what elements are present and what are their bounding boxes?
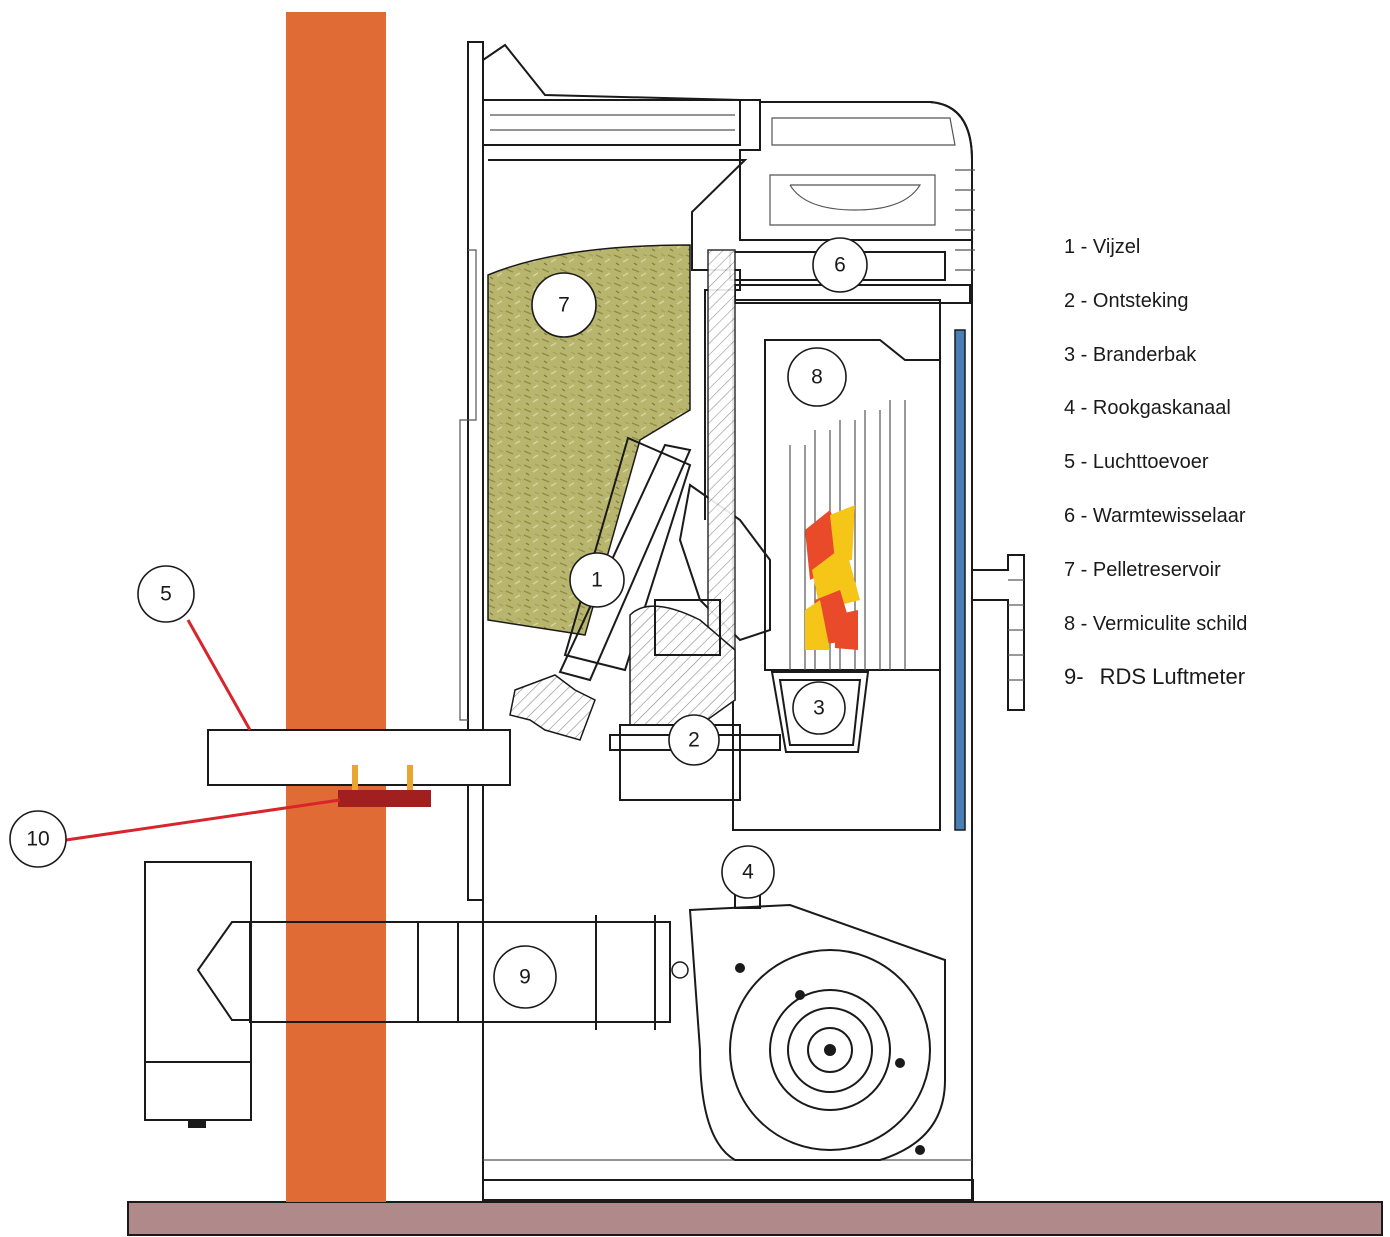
callout-2: 2: [668, 714, 720, 766]
callout-5: 5: [137, 565, 195, 623]
callout-4: 4: [721, 845, 775, 899]
svg-text:10: 10: [26, 828, 49, 851]
flue-channel: [609, 249, 781, 801]
burner-pot: [770, 671, 870, 753]
legend-item: 4 - Rookgaskanaal: [1064, 397, 1231, 420]
legend-item: 8 - Vermiculite schild: [1064, 612, 1248, 635]
air-intake: [207, 729, 511, 786]
callout-7: 7: [531, 272, 597, 338]
callout-10: 10: [9, 810, 67, 868]
callout-8: 8: [787, 347, 847, 407]
svg-text:9: 9: [519, 966, 531, 989]
legend-item: 2 - Ontsteking: [1064, 289, 1189, 312]
legend-item: 1 - Vijzel: [1064, 236, 1141, 258]
callout-6: 6: [812, 237, 868, 293]
legend-item: 7 - Pelletreservoir: [1064, 558, 1221, 581]
legend-item: 5 - Luchttoevoer: [1064, 451, 1209, 474]
svg-text:1: 1: [591, 569, 603, 592]
legend-item: 6 - Warmtewisselaar: [1064, 504, 1246, 527]
svg-text:7: 7: [558, 294, 570, 317]
callout-3: 3: [792, 681, 846, 735]
wall: [286, 12, 386, 1202]
callout-1: 1: [569, 552, 625, 608]
legend-item: 3 - Branderbak: [1064, 343, 1197, 366]
svg-text:4: 4: [742, 861, 754, 884]
svg-text:6: 6: [834, 254, 846, 277]
leader-lines: [65, 619, 341, 842]
legend-item: 9-RDS Luftmeter: [1064, 664, 1246, 690]
callout-9: 9: [493, 945, 557, 1009]
flames: [805, 505, 860, 650]
svg-text:5: 5: [160, 583, 172, 606]
svg-text:3: 3: [813, 697, 825, 720]
floor: [127, 1201, 1383, 1236]
sensor: [338, 765, 431, 807]
smoke-fan: [671, 889, 946, 1161]
svg-text:8: 8: [811, 366, 823, 389]
front-glass: [954, 329, 966, 831]
legend: 1 - Vijzel 2 - Ontsteking 3 - Branderbak…: [1064, 232, 1247, 716]
svg-text:2: 2: [688, 729, 700, 752]
flue-pipe: [144, 861, 671, 1128]
